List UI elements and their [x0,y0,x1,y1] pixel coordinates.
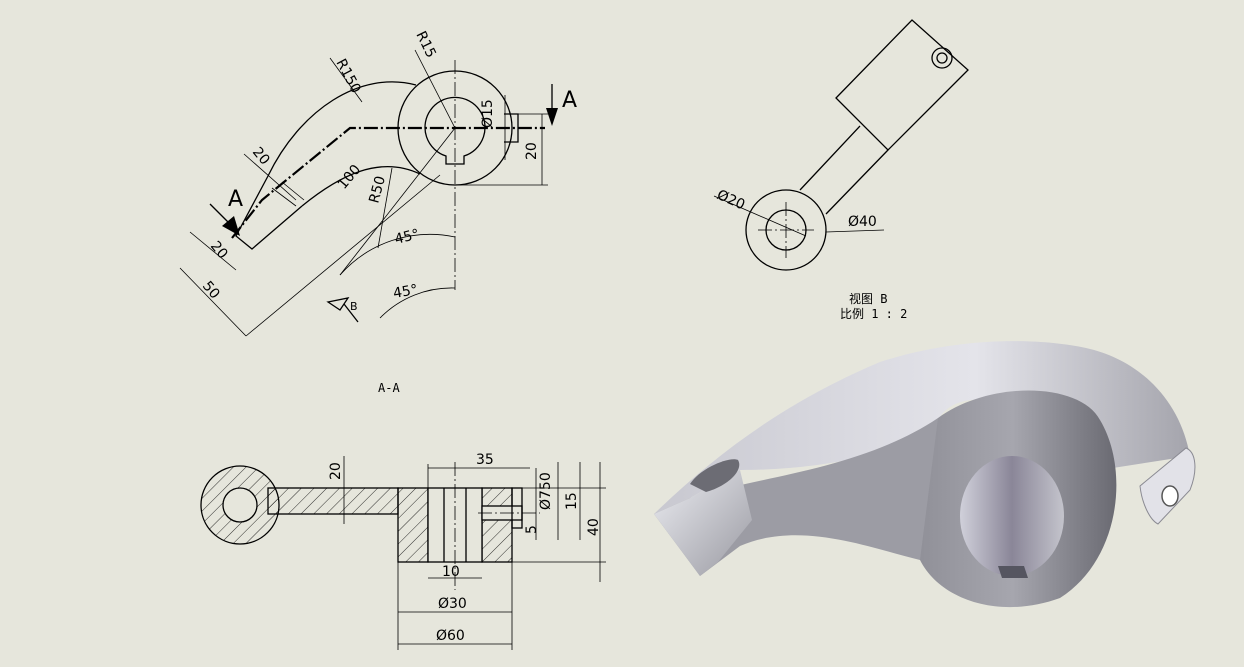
model-keyway [998,566,1028,578]
dim-line-20 [189,231,237,271]
dim-45-lower: 45° [392,282,419,302]
section-hub-left-hatch [397,487,429,563]
dim-50: 50 [199,278,223,302]
angle-arc-lower [379,287,456,319]
view-b-scale: 比例 1 : 2 [840,307,907,321]
dim-d15: Ø15 [480,99,496,128]
top-view: R150 R15 Ø15 20 20 100 R50 45° 45° 20 50… [179,29,577,337]
dim-15: 15 [564,492,580,510]
dim-35: 35 [476,452,494,468]
r150-leader [329,57,363,103]
model-lug-hole [1161,485,1179,507]
model-top-surface [654,341,1190,514]
dim-r150: R150 [332,56,363,96]
view-b-small-boss [931,47,953,69]
dim-20-arm: 20 [249,144,273,168]
dim-20-right: 20 [524,142,540,160]
dim-45-upper: 45° [393,226,421,248]
dim-t20: 20 [328,462,344,480]
angle-ext-1 [339,127,456,276]
section-bore [427,487,483,563]
dim-40: 40 [586,518,602,536]
view-arrow-label: B [350,300,358,313]
arm-upper-edge [267,81,417,177]
dim-60: Ø60 [436,628,465,644]
dim-30: Ø30 [438,596,467,612]
section-line [281,181,305,201]
view-b-title: 视图 B [849,291,887,306]
model-bore [960,456,1064,576]
dim-10: 10 [442,564,460,580]
view-b-d40-leader [825,229,885,233]
dim-line-100 [245,174,441,337]
r15-leader [414,49,456,129]
section-arrow-left-head [222,216,240,236]
r50-leader [377,167,393,249]
section-arm-hatch [267,487,399,515]
dim-750: Ø750 [538,472,554,510]
arm-centerline [231,126,545,239]
model-eye-face [654,470,752,576]
angle-arc-upper [339,233,456,276]
section-a-a: A-A 20 35 Ø750 15 40 5 [200,381,606,650]
dim-20-end: 20 [207,238,231,262]
model-eye-hole [690,459,740,492]
section-arrow-right-head [546,108,558,126]
section-title: A-A [378,381,400,395]
dim-r50: R50 [366,174,389,205]
dim-line-20b [243,153,297,201]
arm-lower-edge [301,165,421,207]
view-b-eye-outer [745,189,827,271]
section-eye-hatch [200,465,280,545]
view-b-d40: Ø40 [848,214,877,230]
section-letter-left: A [228,187,243,212]
hub-bore-keyway [424,96,486,165]
section-letter-right: A [562,88,577,113]
dim-100: 100 [335,162,364,193]
view-b-d20: Ø20 [714,187,747,213]
view-b-body [835,19,969,151]
dim-5: 5 [524,525,540,534]
dim-line-50 [179,267,247,337]
section-hub-right-hatch [481,487,513,563]
view-b: Ø20 Ø40 视图 B 比例 1 : 2 [713,19,969,321]
dim-r15: R15 [412,29,438,61]
view-b-arrow [326,297,359,323]
view-b-neck [799,125,889,215]
section-line-2 [271,187,297,207]
view-b-small-hole [936,52,948,64]
view-b-d20-leader [713,195,807,237]
arm-end [235,175,303,250]
isometric-model [654,341,1196,608]
